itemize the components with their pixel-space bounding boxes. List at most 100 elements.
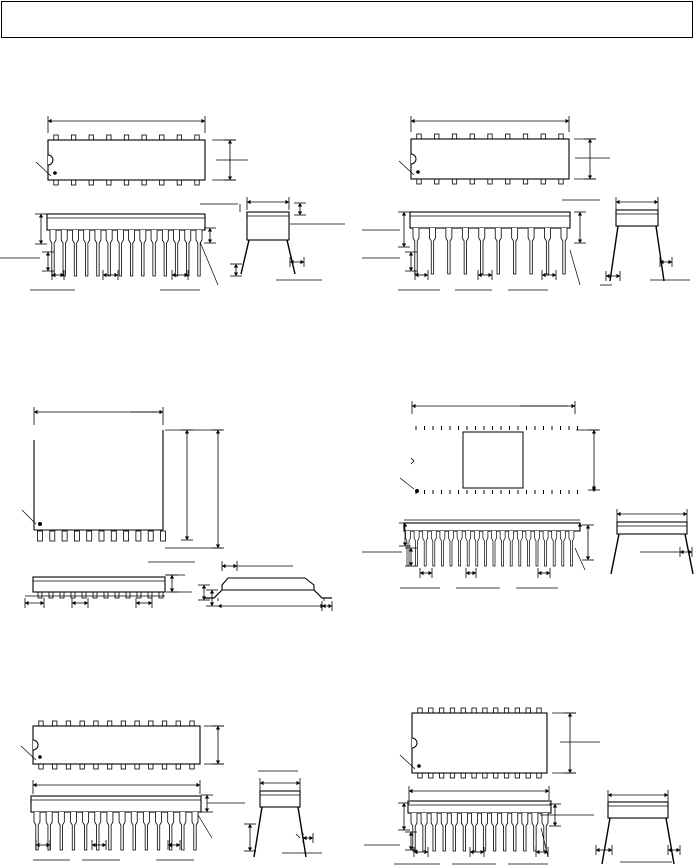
lead xyxy=(413,531,420,567)
lead xyxy=(544,228,551,275)
dimension-arrowhead xyxy=(207,228,213,232)
package-body-side-view xyxy=(403,522,581,532)
pin-stub-bottom xyxy=(558,178,564,185)
package-bottom-right xyxy=(364,707,681,865)
dimension-arrowhead xyxy=(114,272,118,278)
pin-stub-bottom xyxy=(88,179,94,186)
dimension-arrowhead xyxy=(207,239,213,243)
dimension-arrowhead xyxy=(40,600,44,606)
dimension-arrowhead xyxy=(309,835,313,841)
pin-stub-top xyxy=(439,707,445,714)
pin-stub-bottom xyxy=(434,178,440,185)
dimension-arrowhead xyxy=(209,602,215,606)
end-lead-left xyxy=(609,225,619,282)
pin-stub-bottom xyxy=(123,179,130,186)
pin-stub-bottom xyxy=(176,179,182,186)
pin-stub-top xyxy=(65,720,72,727)
dimension-arrowhead xyxy=(577,212,583,216)
lead xyxy=(471,813,478,852)
dimension-arrowhead xyxy=(209,590,215,594)
package-body-end-view xyxy=(246,211,290,241)
dimension-arrowhead xyxy=(414,849,418,855)
dimension-arrowhead xyxy=(215,544,221,548)
dimension-arrowhead xyxy=(48,118,52,124)
lead xyxy=(150,230,158,277)
pin-stub-top xyxy=(460,707,466,714)
pin-stub-top xyxy=(38,720,44,727)
lead xyxy=(33,812,41,851)
pin1-dot xyxy=(38,755,42,759)
dimension-arrowhead xyxy=(328,603,332,609)
lead xyxy=(57,812,65,851)
lead xyxy=(525,531,532,567)
leader-line xyxy=(569,249,581,286)
pin-stub-top xyxy=(53,134,59,141)
package-body-side-view xyxy=(409,211,571,229)
pin-stub-top xyxy=(120,720,126,727)
lead xyxy=(139,230,147,277)
pin-stub-top xyxy=(123,134,130,141)
end-lead-right xyxy=(655,225,665,282)
notch-mark xyxy=(410,460,415,465)
lead-stub xyxy=(48,591,54,599)
lead xyxy=(508,531,515,567)
end-lead-right xyxy=(297,806,307,858)
dimension-arrowhead xyxy=(577,239,583,243)
lead xyxy=(531,813,539,852)
pin-stub-top xyxy=(469,133,475,140)
dimension-arrowhead xyxy=(411,118,415,124)
pin-stub-top xyxy=(451,133,458,140)
pin-stub-bottom xyxy=(65,763,72,770)
lead-stub xyxy=(92,591,98,599)
pin-stub-top xyxy=(514,707,520,714)
pin-stub-top xyxy=(449,707,456,714)
pin-stub-bottom xyxy=(98,530,105,542)
leader-line xyxy=(197,814,213,839)
pin-stub-top xyxy=(176,134,182,141)
dimension-arrowhead xyxy=(227,176,233,180)
lead-stub xyxy=(125,591,131,599)
package-top-left xyxy=(0,116,345,291)
lead xyxy=(128,230,136,277)
lead xyxy=(450,813,458,852)
pin-stub-bottom xyxy=(449,772,456,779)
package-body-top-view xyxy=(47,139,206,181)
pin-stub-bottom xyxy=(86,530,93,542)
pin-stub-bottom xyxy=(107,763,113,770)
pin-stub-top xyxy=(141,134,147,141)
package-body-top-view xyxy=(32,725,201,765)
lead xyxy=(534,531,540,567)
lead xyxy=(465,531,472,567)
package-body-side-view xyxy=(46,213,206,231)
dimension-arrowhead xyxy=(233,264,239,268)
pin-stub-bottom xyxy=(536,772,542,779)
dimension-arrowhead xyxy=(587,175,593,179)
dimension-arrowhead xyxy=(478,272,482,278)
dimension-arrowhead xyxy=(290,259,294,265)
dimension-arrowhead xyxy=(401,212,407,216)
dimension-arrowhead xyxy=(148,600,152,606)
pin-stub-bottom xyxy=(141,179,147,186)
dimension-arrowhead xyxy=(401,803,407,807)
pin-stub-top xyxy=(88,134,94,141)
dimension-arrowhead xyxy=(608,847,612,853)
pin1-notch xyxy=(410,153,417,165)
dimension-arrowhead xyxy=(25,600,29,606)
pin-stub-top xyxy=(52,720,58,727)
dimension-arrowhead xyxy=(408,252,414,256)
pin-stub-bottom xyxy=(487,178,493,185)
lead xyxy=(60,230,68,277)
dimension-arrowhead xyxy=(408,267,414,271)
dimension-arrowhead xyxy=(664,792,668,798)
package-body-end-view xyxy=(607,801,669,819)
dimension-arrowhead xyxy=(606,273,610,279)
lead xyxy=(559,531,566,567)
dimension-arrowhead xyxy=(591,486,597,490)
end-lead-right xyxy=(665,817,675,865)
dimension-arrowhead xyxy=(260,780,264,786)
pin-stub-bottom xyxy=(61,530,68,542)
leader-line xyxy=(20,745,37,761)
dimension-arrowhead xyxy=(552,272,556,278)
leader-line xyxy=(295,833,301,839)
dimension-arrowhead xyxy=(103,272,107,278)
